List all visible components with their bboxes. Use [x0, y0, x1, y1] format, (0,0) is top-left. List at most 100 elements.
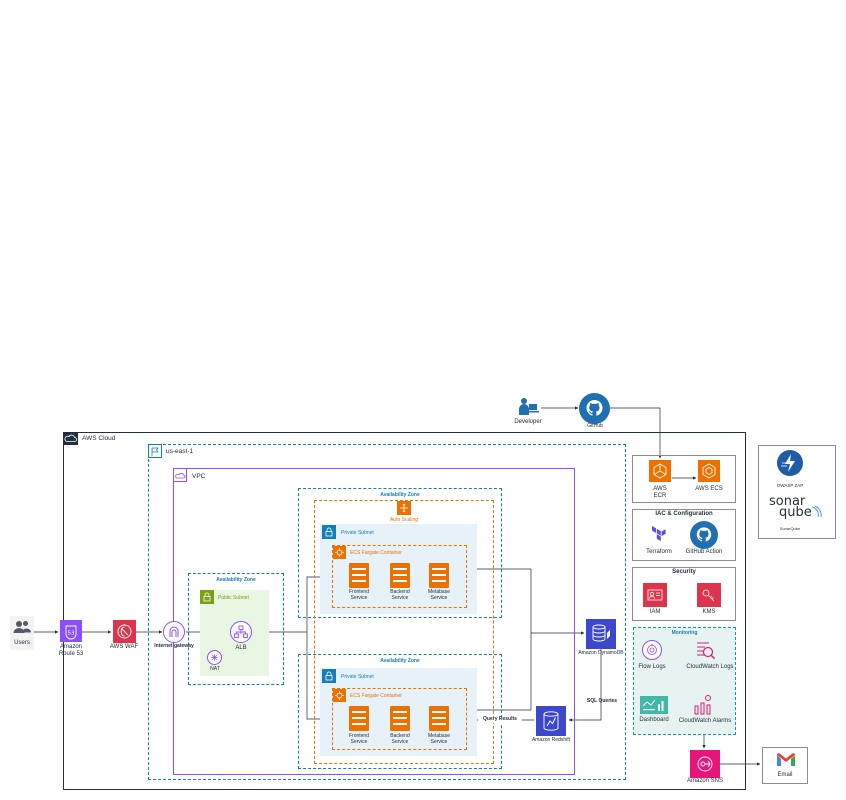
owasp-zap-label: OWASP ZAP [776, 483, 804, 488]
svg-text:53: 53 [68, 631, 75, 637]
cloudwatch-logs-label: CloudWatch Logs [686, 664, 734, 670]
terraform-icon [652, 524, 666, 544]
nat-icon [207, 650, 222, 665]
sonarqube-logo-word2: qube [779, 505, 812, 520]
sonarqube-logo: sonar qube [767, 495, 827, 523]
alb-icon [230, 621, 252, 643]
dynamodb-icon [586, 619, 616, 649]
nat-label: NAT [210, 666, 220, 672]
az-top-title: Availability Zone [380, 492, 420, 498]
cloudwatch-logs-icon [694, 639, 716, 661]
lock-icon [200, 590, 214, 604]
auto-scaling-label: Auto Scaling [389, 517, 419, 523]
developer-icon [517, 397, 539, 417]
az-top-group [298, 488, 502, 618]
owasp-zap-icon [777, 450, 803, 476]
fargate-container-top-label: ECS Fargate Container [350, 550, 402, 556]
frontend-service-icon [349, 563, 369, 588]
metabase-service-icon [429, 706, 449, 731]
dynamodb-label: Amazon DynamoDB [578, 650, 624, 656]
metabase-service-label: Metabase Service [428, 733, 450, 745]
iac-title: IAC & Configuration [655, 511, 713, 517]
frontend-service-label: Frontend Service [348, 589, 369, 601]
az-public-title: Availability Zone [216, 577, 256, 583]
fargate-icon [333, 546, 346, 559]
kms-label: KMS [702, 609, 716, 615]
email-label: Email [777, 772, 793, 778]
aws-cloud-group [63, 432, 746, 790]
sns-label: Amazon SNS [686, 778, 723, 784]
route53-icon: 53 [60, 620, 82, 642]
cloud-icon [63, 432, 78, 445]
github-action-label: GitHub Action [685, 549, 723, 555]
metabase-service-label: Metabase Service [428, 589, 450, 601]
iam-label: IAM [649, 609, 661, 615]
gmail-icon [776, 752, 796, 768]
az-public-group [188, 573, 284, 685]
query-results-label: Query Results [478, 716, 522, 723]
flag-icon [148, 444, 162, 458]
sql-queries-label: SQL Queries [586, 698, 618, 704]
fargate-container-top [332, 545, 467, 608]
waf-icon [113, 620, 136, 643]
auto-scaling-icon [397, 501, 411, 515]
cloudwatch-alarms-icon [692, 694, 714, 716]
backend-service-icon [390, 706, 410, 731]
vpc-label: VPC [192, 473, 206, 480]
users-icon [10, 616, 34, 650]
fargate-container-bottom [332, 688, 467, 750]
redshift-label: Amazon Redshift [531, 737, 571, 743]
ecr-icon [649, 460, 671, 482]
monitoring-title: Monitoring [671, 630, 698, 636]
backend-service-label: Backend Service [390, 589, 410, 601]
private-subnet-bottom-label: Private Subnet [341, 674, 374, 680]
kms-icon [697, 583, 721, 607]
frontend-service-label: Frontend Service [348, 733, 369, 745]
public-subnet-label: Public Subnet [218, 595, 249, 601]
iac-panel [632, 509, 736, 561]
github-label: GitHub [587, 423, 603, 429]
github-icon [579, 393, 610, 424]
iam-icon [643, 583, 667, 607]
sonarqube-label: SonarQube [779, 526, 801, 531]
fargate-container-bottom-label: ECS Fargate Container [350, 693, 402, 699]
internet-gateway-icon [163, 621, 185, 643]
region-label: us-east-1 [166, 448, 194, 455]
alb-label: ALB [235, 645, 247, 651]
region-group [148, 444, 626, 780]
lock-icon [322, 669, 336, 683]
dashboard-icon [640, 696, 668, 714]
email-box [762, 747, 808, 784]
github-action-icon [690, 521, 718, 549]
sonar-wave-icon [811, 505, 822, 518]
internet-gateway-label: Internet gateway [154, 643, 194, 649]
sonarqube-logo-word1: sonar [769, 494, 806, 509]
registry-panel [632, 455, 736, 503]
terraform-label: Terraform [646, 549, 672, 555]
private-subnet-top-label: Private Subnet [341, 530, 374, 536]
security-title: Security [672, 569, 696, 575]
ecs-icon [698, 460, 720, 482]
developer-label: Developer [514, 419, 542, 425]
cloudwatch-alarms-label: CloudWatch Alarms [678, 718, 732, 724]
users-label: Users [14, 640, 30, 646]
flow-logs-label: Flow Logs [638, 664, 666, 670]
route53-label: Amazon Route 53 [58, 644, 84, 657]
metabase-service-icon [429, 563, 449, 588]
waf-label: AWS WAF [109, 644, 139, 650]
fargate-icon [333, 689, 346, 702]
security-panel [632, 567, 736, 621]
backend-service-icon [390, 563, 410, 588]
ecr-label: AWS ECR [653, 486, 667, 499]
aws-cloud-label: AWS Cloud [82, 435, 116, 442]
redshift-icon [536, 706, 566, 736]
ecs-label: AWS ECS [695, 486, 723, 492]
lock-icon [322, 525, 336, 539]
auto-scaling-group [314, 500, 494, 764]
frontend-service-icon [349, 706, 369, 731]
az-bottom-group [298, 654, 502, 769]
sns-icon [690, 750, 720, 778]
vpc-icon [173, 468, 187, 482]
az-bottom-title: Availability Zone [380, 658, 420, 664]
backend-service-label: Backend Service [390, 733, 410, 745]
